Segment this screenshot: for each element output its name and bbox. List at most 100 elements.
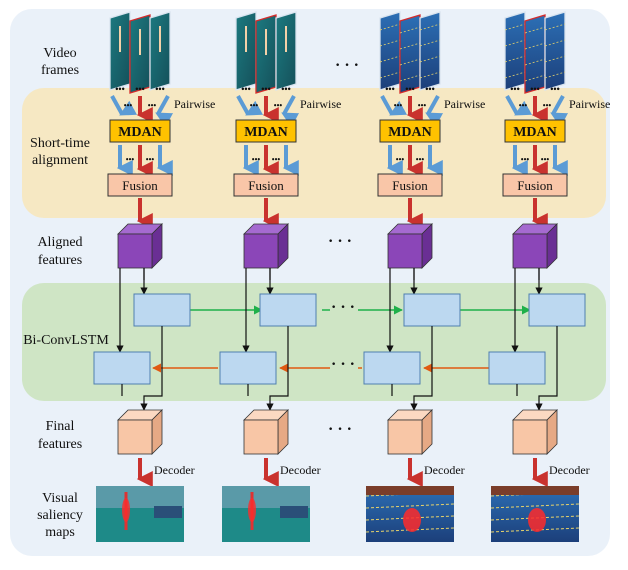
video-frames-stack: [379, 11, 441, 94]
backward-lstm-cell: [93, 351, 151, 385]
pipeline-column: •••••••••••••••PairwiseMDAN••••••FusionD…: [363, 11, 485, 542]
pairwise-arrow-left: [236, 95, 264, 116]
pairwise-label: Pairwise: [569, 97, 610, 111]
fusion-dots: •••: [272, 155, 281, 164]
fusion-box: [502, 173, 568, 197]
fusion-dots: •••: [252, 155, 261, 164]
pairwise-arrow-left: [505, 95, 533, 116]
frame-dots: •••: [510, 84, 519, 94]
label-visual: Visual: [42, 491, 78, 506]
pipeline-column: •••••••••••••••PairwiseMDAN••••••FusionD…: [488, 11, 610, 542]
frame-dots: •••: [261, 84, 270, 94]
mdan-label: MDAN: [388, 125, 432, 140]
pairwise-label: Pairwise: [444, 97, 485, 111]
backward-lstm-cell: [219, 351, 277, 385]
label-aligned: Aligned: [37, 235, 82, 250]
backward-lstm-cell: [363, 351, 421, 385]
final-feature-cube: [243, 409, 289, 455]
pairwise-arrow-right: [155, 95, 174, 128]
mdan-label: MDAN: [118, 125, 162, 140]
pairwise-dots: •••: [418, 101, 427, 110]
fusion-label: Fusion: [517, 178, 553, 193]
frame-dots: •••: [115, 84, 124, 94]
pairwise-arrow-left: [380, 95, 408, 116]
label-saliency: saliency: [37, 508, 83, 523]
final-feature-cube: [512, 409, 558, 455]
forward-lstm-cell: [259, 293, 317, 327]
frame-dots: •••: [550, 84, 559, 94]
ellipsis-frames: · · ·: [335, 57, 359, 74]
label-bi-convlstm: Bi-ConvLSTM: [23, 333, 109, 348]
frame-dots: •••: [405, 84, 414, 94]
frame-dots: •••: [530, 84, 539, 94]
pairwise-arrow-right: [550, 95, 569, 128]
ellipsis-backward: · · ·: [331, 356, 355, 373]
fusion-box: [377, 173, 443, 197]
fusion-dots: •••: [416, 155, 425, 164]
forward-output-arrow: [266, 326, 289, 411]
frame-dots: •••: [425, 84, 434, 94]
forward-output-arrow: [140, 326, 163, 411]
mdan-box: [235, 119, 297, 143]
label-final-features: features: [38, 437, 82, 452]
aligned-feature-cube: [387, 223, 433, 269]
fusion-dots: •••: [146, 155, 155, 164]
forward-output-arrow: [410, 326, 433, 411]
pipeline-column: •••••••••••••••PairwiseMDAN••••••FusionD…: [219, 11, 341, 542]
label-video-frames-2: frames: [41, 63, 79, 78]
ellipsis-final: · · ·: [328, 421, 352, 438]
pipeline-column: •••••••••••••••PairwiseMDAN••••••FusionD…: [93, 11, 215, 542]
pairwise-arrow-right: [281, 95, 300, 128]
decoder-label: Decoder: [280, 463, 321, 477]
pairwise-dots: •••: [519, 101, 528, 110]
ellipsis-aligned: · · ·: [328, 233, 352, 250]
pairwise-dots: •••: [543, 101, 552, 110]
fusion-label: Fusion: [392, 178, 428, 193]
frame-dots: •••: [281, 84, 290, 94]
label-alignment: alignment: [32, 153, 88, 168]
fusion-box: [107, 173, 173, 197]
decoder-label: Decoder: [154, 463, 195, 477]
video-frames-stack: [504, 11, 566, 94]
pairwise-label: Pairwise: [300, 97, 341, 111]
saliency-map-image: [222, 486, 310, 542]
frame-dots: •••: [135, 84, 144, 94]
pairwise-dots: •••: [250, 101, 259, 110]
label-short-time: Short-time: [30, 136, 90, 151]
pairwise-dots: •••: [124, 101, 133, 110]
decoder-label: Decoder: [424, 463, 465, 477]
frame-dots: •••: [385, 84, 394, 94]
pairwise-dots: •••: [148, 101, 157, 110]
backward-lstm-cell: [488, 351, 546, 385]
label-video-frames: Video: [43, 46, 76, 61]
label-final: Final: [46, 419, 75, 434]
fusion-dots: •••: [396, 155, 405, 164]
pairwise-dots: •••: [274, 101, 283, 110]
pairwise-label: Pairwise: [174, 97, 215, 111]
fusion-box: [233, 173, 299, 197]
decoder-label: Decoder: [549, 463, 590, 477]
mdan-label: MDAN: [513, 125, 557, 140]
fusion-dots: •••: [126, 155, 135, 164]
mdan-box: [504, 119, 566, 143]
mdan-box: [109, 119, 171, 143]
final-feature-cube: [117, 409, 163, 455]
aligned-feature-cube: [512, 223, 558, 269]
pairwise-arrow-right: [425, 95, 444, 128]
aligned-feature-cube: [117, 223, 163, 269]
fusion-dots: •••: [521, 155, 530, 164]
video-frames-stack: [109, 11, 171, 94]
video-frames-stack: [235, 11, 297, 94]
forward-output-arrow: [535, 326, 558, 411]
mdan-box: [379, 119, 441, 143]
pairwise-dots: •••: [394, 101, 403, 110]
forward-lstm-cell: [133, 293, 191, 327]
fusion-dots: •••: [541, 155, 550, 164]
forward-lstm-cell: [403, 293, 461, 327]
pairwise-arrow-left: [110, 95, 138, 116]
frame-dots: •••: [241, 84, 250, 94]
final-feature-cube: [387, 409, 433, 455]
aligned-feature-cube: [243, 223, 289, 269]
